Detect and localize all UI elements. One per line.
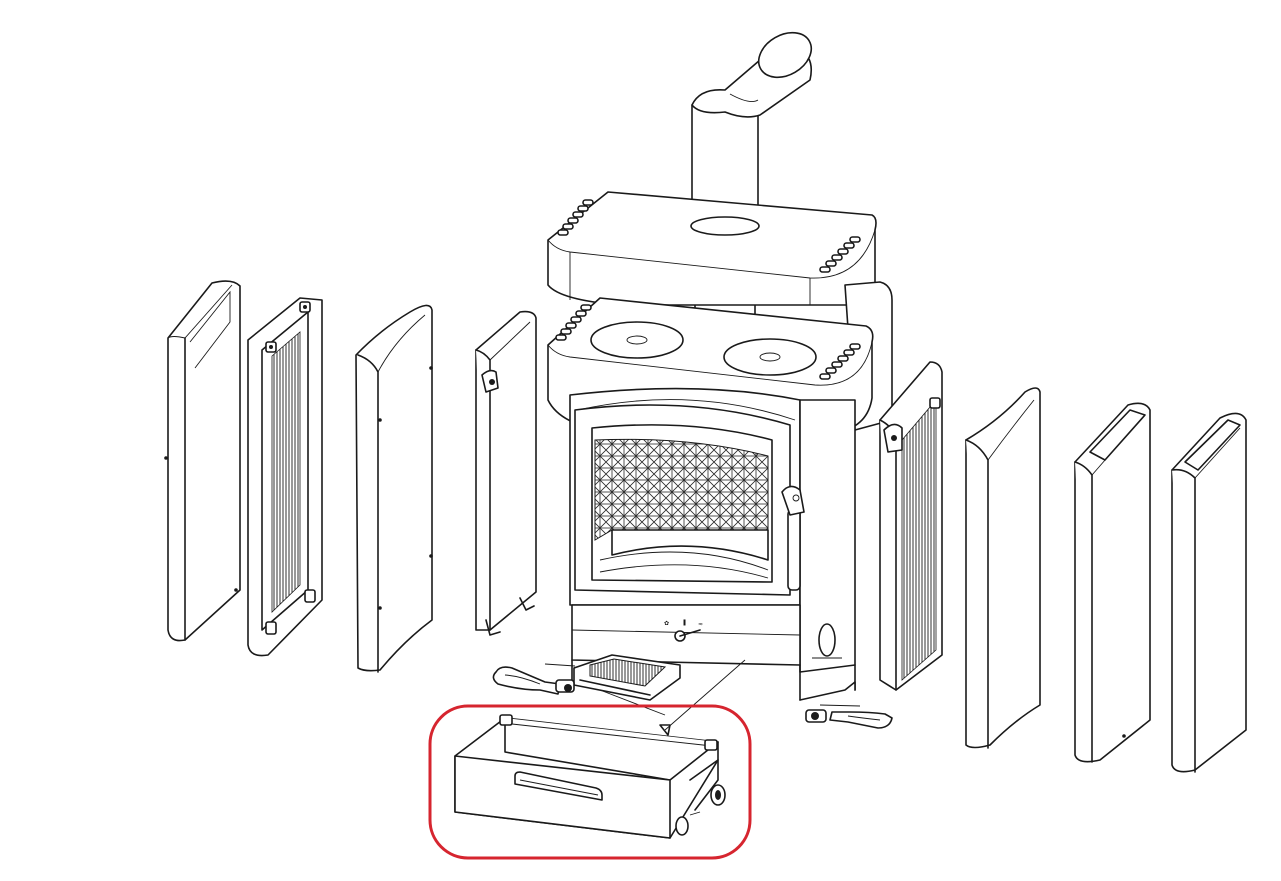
left-outer-cladding-panel	[164, 280, 241, 642]
right-outer-cladding-panel	[1171, 412, 1247, 773]
left-frame-slats	[271, 331, 301, 613]
right-panel-louvres	[901, 398, 937, 681]
lifting-strap-left	[492, 666, 575, 695]
door-handle	[781, 485, 805, 591]
air-control-mark-1: ✿	[664, 620, 669, 627]
right-curved-side-panel	[965, 387, 1041, 749]
top-plate	[547, 191, 877, 306]
ash-drawer-wheels	[675, 784, 726, 836]
left-inner-side-panel	[475, 310, 537, 636]
left-convection-frame	[247, 297, 323, 657]
ash-grate-tray	[573, 654, 681, 701]
hotplate-vents-left	[555, 304, 592, 341]
air-control-mark-2: ❚	[682, 619, 687, 626]
ash-drawer-highlight	[428, 704, 752, 860]
right-inner-side-panel	[879, 361, 943, 691]
stove-body: ✿ ❚ ≈	[569, 387, 856, 701]
vent-holes-left	[557, 199, 594, 236]
grate-slats	[589, 658, 667, 687]
air-control-mark-3: ≈	[698, 621, 703, 628]
assembly-guides	[544, 659, 861, 736]
firebrick-lining	[594, 438, 769, 541]
air-control: ✿ ❚ ≈	[664, 619, 703, 642]
hotplate-vents-right	[819, 343, 861, 380]
right-convection-frame	[1074, 402, 1151, 763]
vent-holes-right	[819, 236, 861, 273]
ash-drawer-handle[interactable]	[514, 771, 603, 801]
ash-drawer[interactable]	[454, 714, 726, 839]
lifting-strap-right	[805, 709, 893, 729]
left-curved-side-panel	[355, 304, 433, 673]
